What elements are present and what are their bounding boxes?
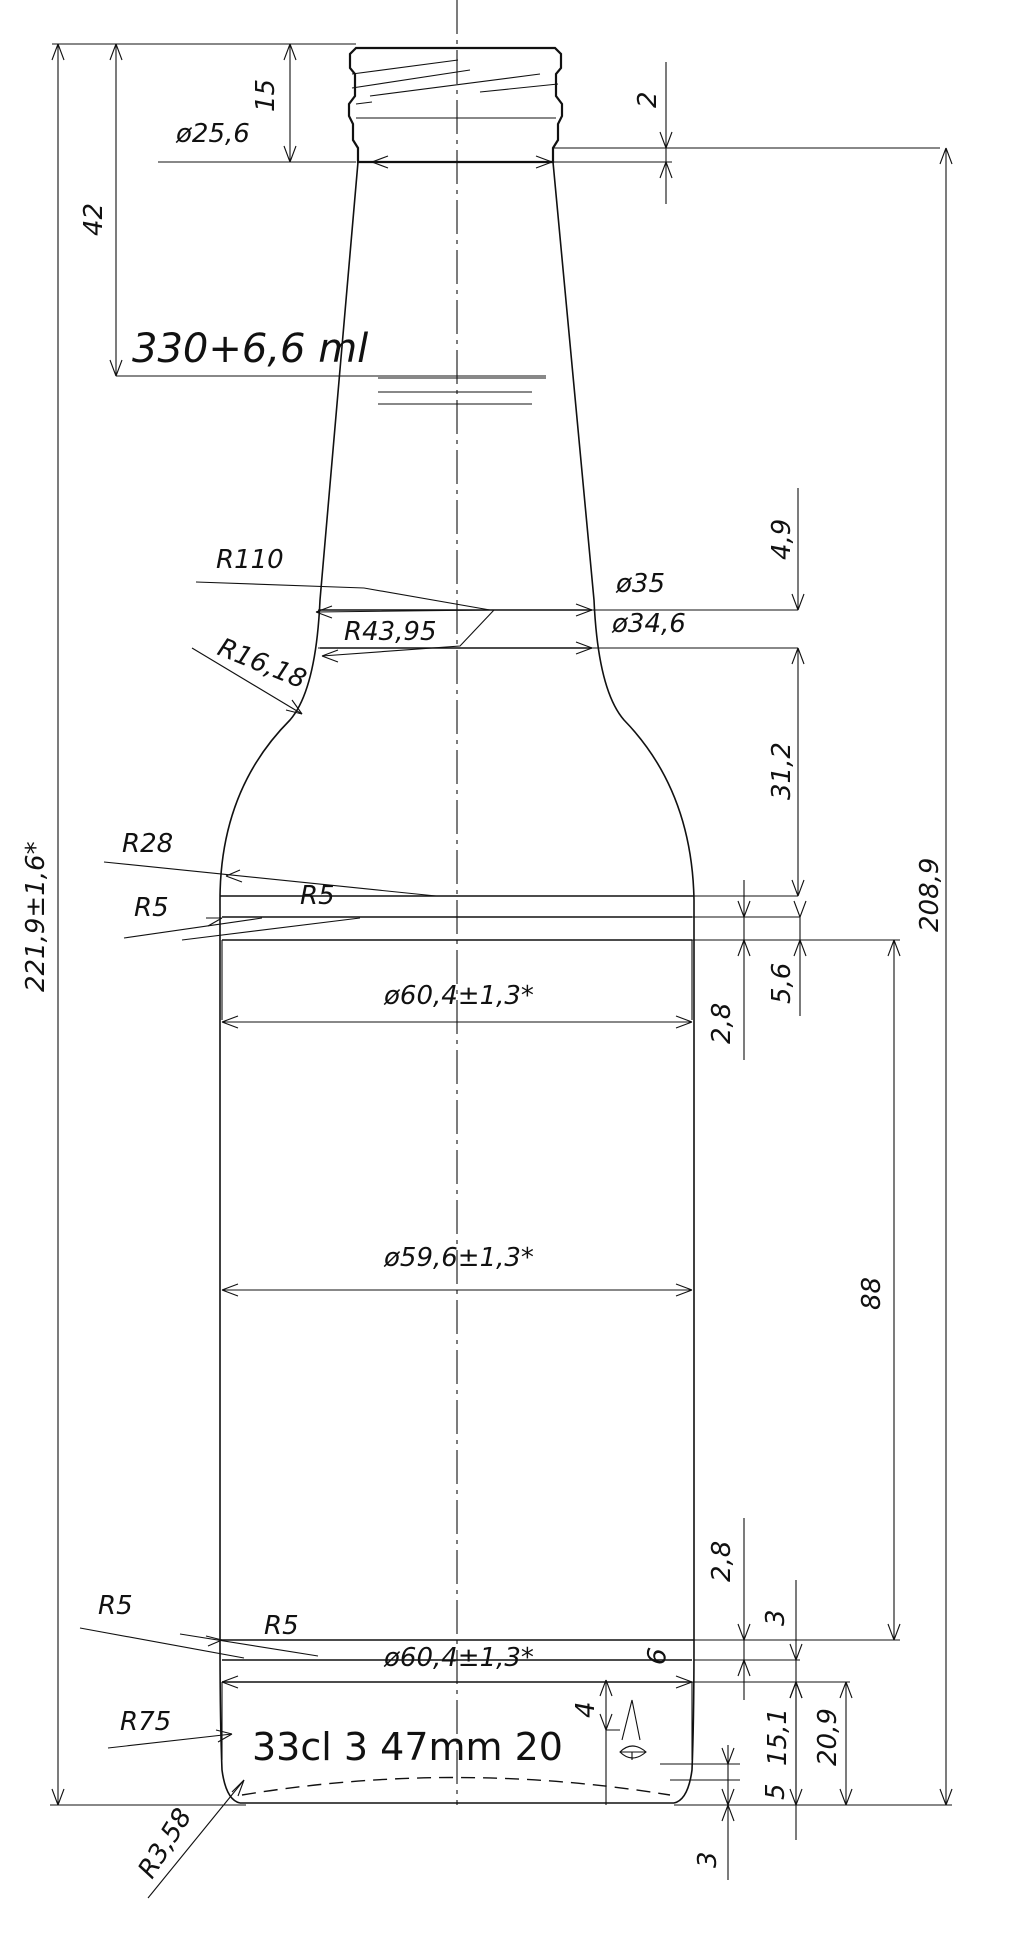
length-5-label: 5 — [761, 1783, 791, 1800]
overall-height-label: 221,9±1,6* — [21, 841, 51, 992]
length-2-8-b-label: 2,8 — [707, 1541, 737, 1582]
r3-58-label: R3,58 — [132, 1803, 198, 1883]
r43-95-label: R43,95 — [344, 617, 437, 647]
capacity-label: 330+6,6 ml — [132, 326, 368, 372]
body-diameter-label: ø59,6±1,3* — [383, 1243, 534, 1273]
dimension-labels: ø25,6 15 2 42 330+6,6 ml R110 R43,95 R16… — [21, 79, 945, 1884]
length-31-2-label: 31,2 — [767, 742, 797, 800]
length-20-9-label: 20,9 — [813, 1708, 843, 1766]
r5-a-label: R5 — [134, 893, 169, 923]
body-length-label: 88 — [857, 1277, 887, 1310]
finish-offset-label: 2 — [633, 91, 663, 108]
r75-label: R75 — [120, 1707, 171, 1737]
height-208-9-label: 208,9 — [915, 858, 945, 932]
r28-label: R28 — [122, 829, 173, 859]
r5-d-label: R5 — [264, 1611, 299, 1641]
length-4-label: 4 — [571, 1701, 601, 1718]
dimension-lines — [50, 43, 953, 1899]
finish-height-label: 15 — [251, 79, 281, 112]
fill-depth-label: 42 — [79, 203, 109, 236]
length-6-label: 6 — [641, 1646, 673, 1668]
length-5-6-label: 5,6 — [767, 963, 797, 1004]
neck-diameter-label: ø25,6 — [175, 119, 250, 149]
r5-c-label: R5 — [98, 1591, 133, 1621]
r110-label: R110 — [216, 545, 284, 575]
length-2-8-a-label: 2,8 — [707, 1003, 737, 1044]
length-15-1-label: 15,1 — [763, 1708, 793, 1766]
r16-18-label: R16,18 — [213, 633, 310, 695]
length-4-9-label: 4,9 — [767, 519, 797, 560]
diameter-35-label: ø35 — [615, 569, 665, 599]
length-3-a-label: 3 — [761, 1609, 791, 1626]
r5-b-label: R5 — [300, 881, 335, 911]
shoulder-diameter-label: ø60,4±1,3* — [383, 981, 534, 1011]
heel-diameter-label: ø60,4±1,3* — [383, 1643, 534, 1673]
length-3-b-label: 3 — [693, 1851, 723, 1868]
diameter-34-6-label: ø34,6 — [611, 609, 686, 639]
base-embossing: 33cl 3 47mm 20 — [252, 1725, 563, 1769]
